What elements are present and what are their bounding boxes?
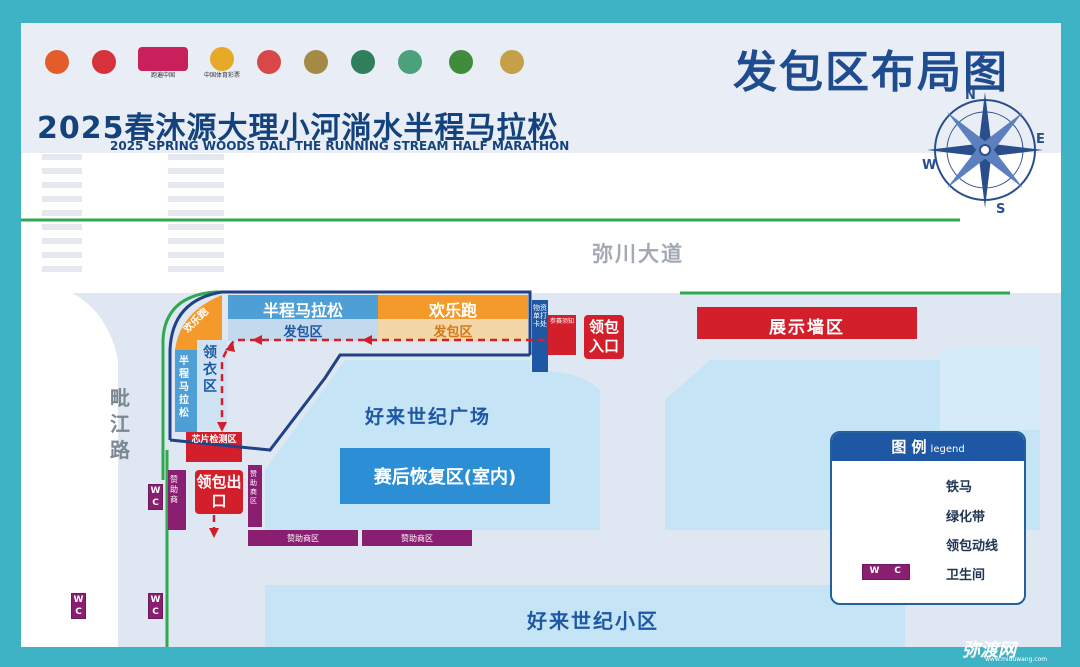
pickup-exit-label: 领包出口 xyxy=(196,473,242,510)
sponsor-logo xyxy=(38,44,76,82)
pickup-entrance-label: 领包入口 xyxy=(588,318,619,355)
compass-n-label: N xyxy=(965,88,976,103)
half-marathon-pickup-label: 发包区 xyxy=(283,325,323,340)
pi-jiang-road xyxy=(21,293,118,647)
recovery-zone-block xyxy=(340,448,550,504)
compass-rose-icon xyxy=(927,92,1043,208)
legend-fence-label: 铁马 xyxy=(946,480,973,495)
watermark: 弥渡网 xyxy=(962,640,1016,661)
sponsor-logo xyxy=(493,44,531,82)
plaza-label: 好来世纪广场 xyxy=(365,406,492,428)
sponsor-logo xyxy=(85,44,123,82)
fun-run-pickup-header xyxy=(378,295,528,319)
header-band xyxy=(21,23,1061,153)
sponsor-zone-block xyxy=(248,530,358,546)
sponsor-zone-block xyxy=(362,530,472,546)
compass-e-label: E xyxy=(1036,132,1045,147)
fun-run-clothing-zone xyxy=(175,295,222,350)
sponsor-logos: 跑遍中国 中国体育彩票 xyxy=(38,40,538,85)
half-marathon-clothing-zone xyxy=(175,350,197,432)
barrier-fence xyxy=(169,353,530,452)
event-title: 2025春沐源大理小河淌水半程马拉松 xyxy=(37,111,559,146)
recovery-zone-label: 赛后恢复区(室内) xyxy=(373,467,517,488)
pickup-flow-route xyxy=(212,338,545,530)
exhibition-wall-block xyxy=(697,307,917,339)
material-desk xyxy=(532,300,548,372)
pickup-exit-block xyxy=(195,470,243,514)
sponsor-zone-label: 赞助商 xyxy=(170,475,178,504)
material-desk-label: 物资单打卡处 xyxy=(533,304,547,328)
entry-notice-board xyxy=(548,315,576,355)
road-label-michuan: 弥川大道 xyxy=(592,242,684,266)
barrier-fence xyxy=(168,290,532,440)
entry-notice-label: 参赛须知 xyxy=(550,318,575,325)
community-label: 好来世纪小区 xyxy=(527,609,659,633)
sponsor-logo: 中国体育彩票 xyxy=(203,44,241,82)
half-marathon-label: 半程马拉松 xyxy=(262,301,343,320)
sponsor-logo xyxy=(250,44,288,82)
half-marathon-pickup-zone xyxy=(228,319,378,341)
half-marathon-pickup-header xyxy=(228,295,378,319)
sponsor-zone-label: 赞助商区 xyxy=(401,534,433,543)
legend-greenbelt-label: 绿化带 xyxy=(946,510,986,525)
exhibition-wall-label: 展示墙区 xyxy=(769,318,845,338)
chip-check-label: 芯片检测区 xyxy=(191,435,237,445)
clothing-pickup-label: 领衣区 xyxy=(203,345,217,395)
sponsor-logo xyxy=(391,44,429,82)
sponsor-logo xyxy=(344,44,382,82)
legend-route-label: 领包动线 xyxy=(946,539,999,554)
green-belt xyxy=(161,290,230,480)
half-marathon-clothing-label: 半程马拉松 xyxy=(179,356,189,419)
sponsor-zone-label: 赞助商区 xyxy=(250,470,257,505)
crosswalk xyxy=(42,154,224,272)
sponsor-logo xyxy=(297,44,335,82)
sponsor-zone-label: 赞助商区 xyxy=(287,534,319,543)
sponsor-logo xyxy=(438,44,484,82)
fun-run-label: 欢乐跑 xyxy=(428,301,477,320)
sponsor-zone-block xyxy=(168,470,186,530)
sponsor-logo: 跑遍中国 xyxy=(132,44,194,82)
compass-w-label: W xyxy=(922,158,937,173)
event-title-english: 2025 SPRING WOODS DALI THE RUNNING STREA… xyxy=(110,139,570,153)
haolai-community-area xyxy=(265,585,905,647)
sponsor-zone-block xyxy=(248,465,262,527)
compass-s-label: S xyxy=(996,202,1006,217)
east-plaza-edge xyxy=(940,345,1040,430)
fun-run-pickup-label: 发包区 xyxy=(433,325,473,340)
legend-restroom-label: 卫生间 xyxy=(946,568,986,583)
map-title: 发包区布局图 xyxy=(733,47,1009,98)
road-label-pijiang: 毗江路 xyxy=(110,386,130,462)
watermark-url: www.miduwang.com xyxy=(985,656,1048,663)
fun-run-pickup-zone xyxy=(378,319,528,341)
pickup-flow-arrows xyxy=(209,335,372,538)
pickup-entrance-block xyxy=(584,315,624,359)
